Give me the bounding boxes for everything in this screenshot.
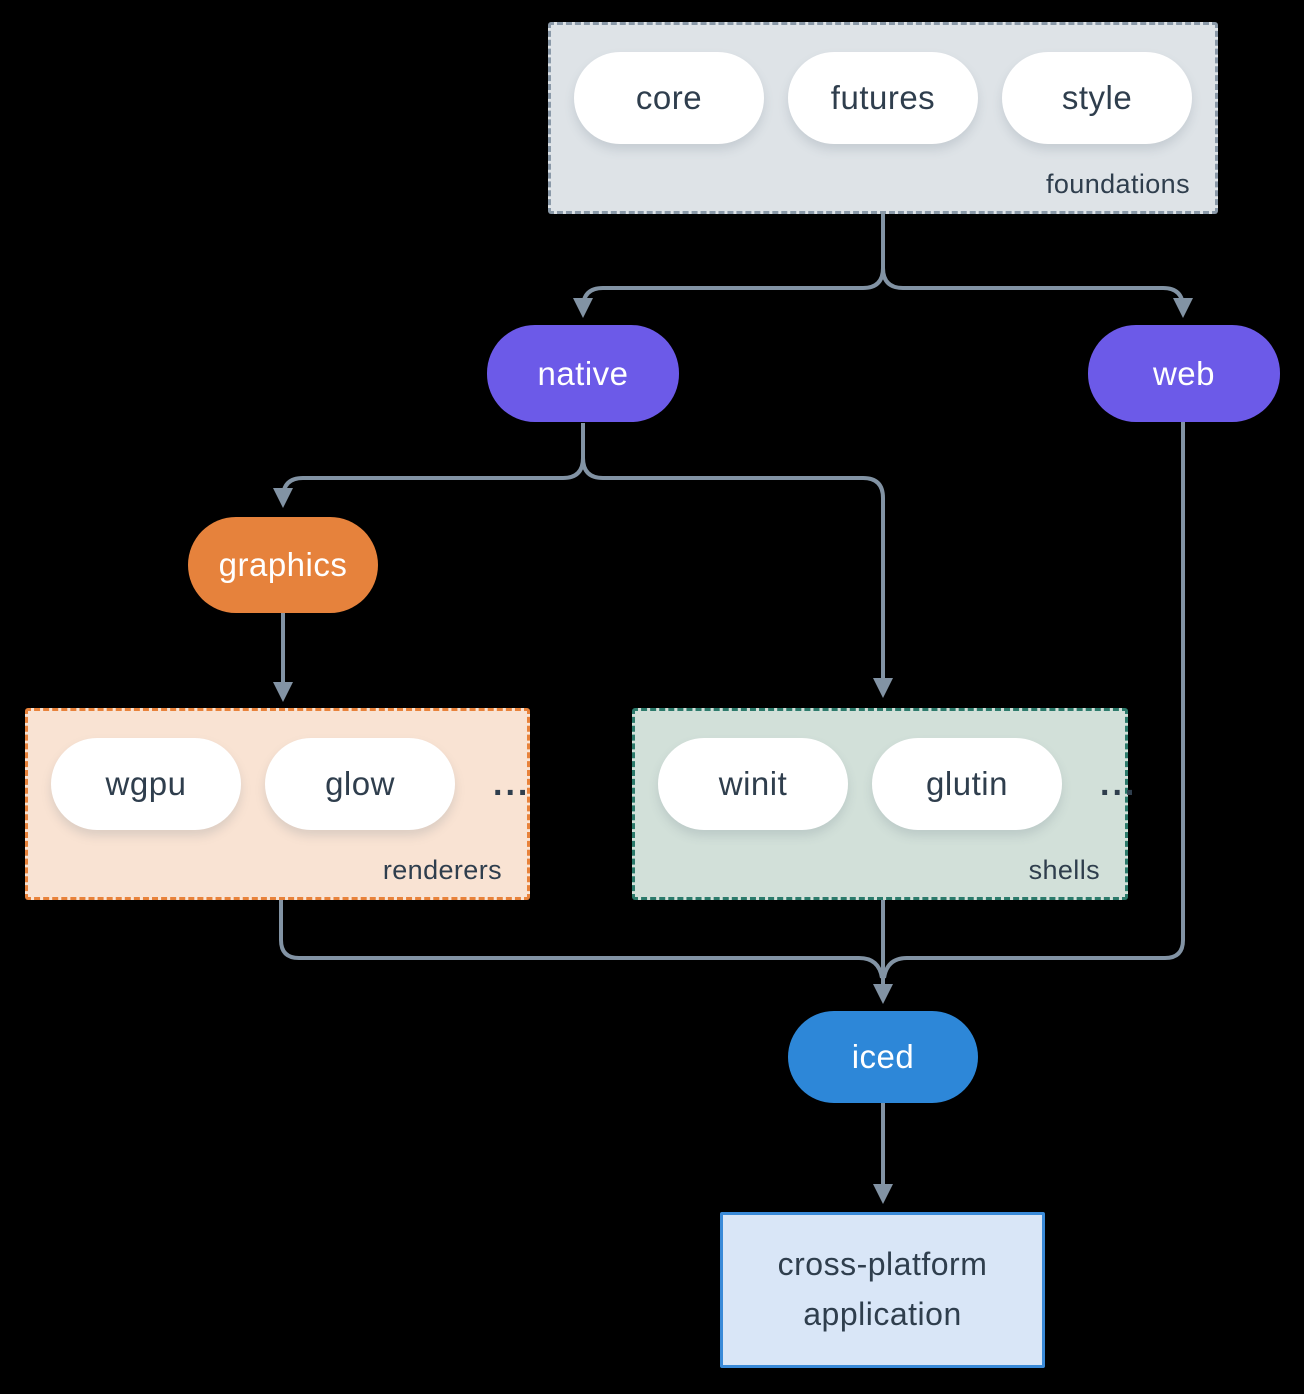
shells-pill-row: winit glutin ... (635, 738, 1134, 830)
shells-ellipsis: ... (1100, 764, 1138, 803)
node-web: web (1088, 325, 1280, 422)
node-style: style (1002, 52, 1192, 144)
edge-native-shells (581, 457, 893, 698)
renderers-label: renderers (382, 855, 502, 885)
group-shells: winit glutin ... shells (632, 708, 1134, 900)
renderers-ellipsis: ... (493, 764, 531, 803)
node-core: core (574, 52, 764, 144)
edge-foundations-native (573, 213, 885, 318)
edge-foundations-web (881, 267, 1193, 318)
node-iced: iced (788, 1011, 978, 1103)
edge-native-graphics (273, 423, 585, 508)
shells-label: shells (1028, 855, 1100, 885)
renderers-pill-row: wgpu glow ... (28, 738, 527, 830)
node-winit: winit (658, 738, 848, 830)
edge-web-iced (882, 421, 1185, 979)
node-glutin: glutin (872, 738, 1062, 830)
group-foundations: core futures style foundations (548, 22, 1218, 214)
edge-renderers-iced (279, 899, 884, 979)
node-glow: glow (265, 738, 455, 830)
node-cross-platform-application: cross-platform application (720, 1212, 1045, 1368)
group-renderers: wgpu glow ... renderers (25, 708, 530, 900)
node-graphics: graphics (188, 517, 378, 613)
node-wgpu: wgpu (51, 738, 241, 830)
foundations-label: foundations (1045, 169, 1190, 199)
foundations-pill-row: core futures style (551, 52, 1215, 144)
node-native: native (487, 325, 679, 422)
node-futures: futures (788, 52, 978, 144)
